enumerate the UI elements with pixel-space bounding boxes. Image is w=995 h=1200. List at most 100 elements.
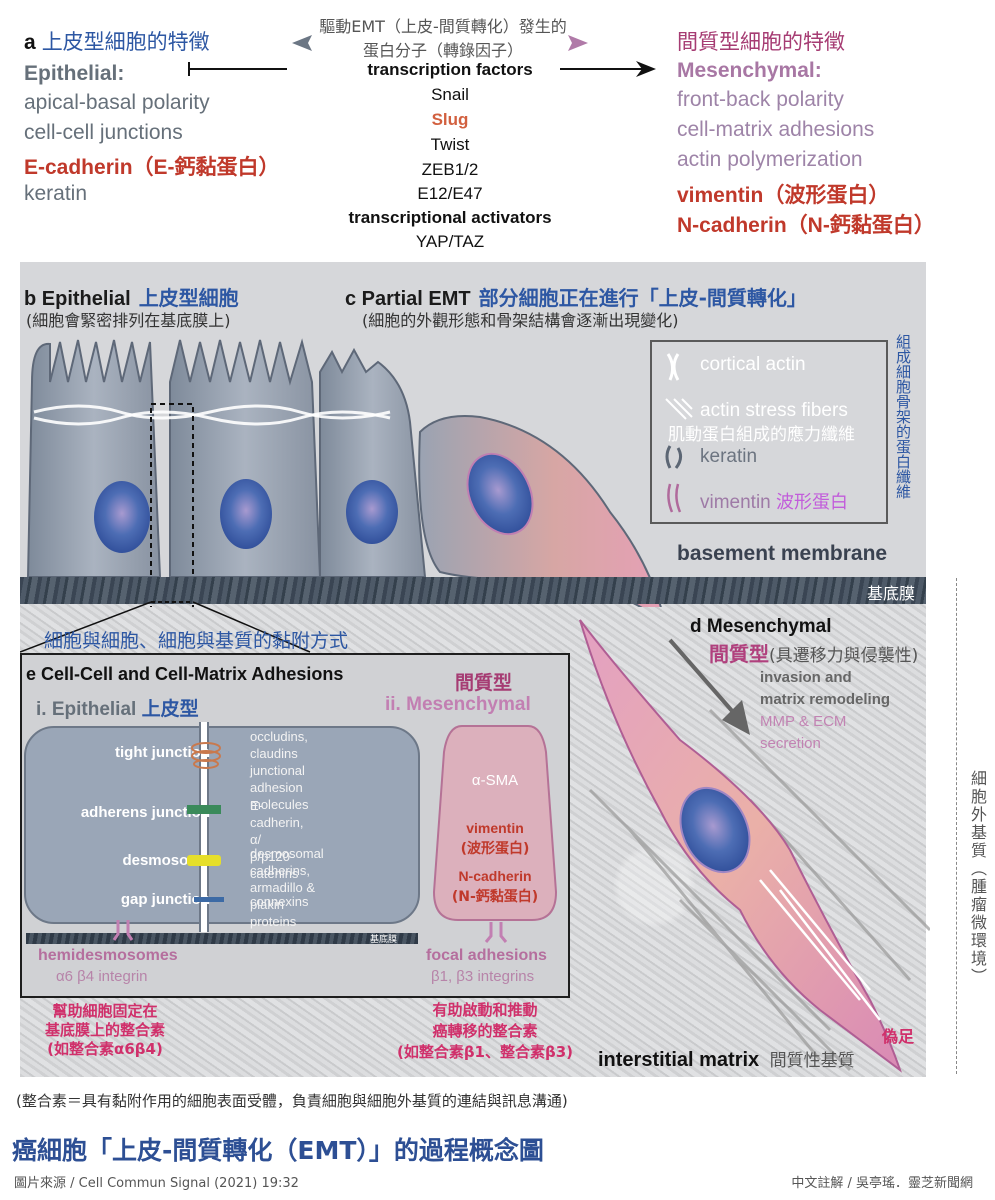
hemi-note: 幫助細胞固定在 基底膜上的整合素 (如整合素α6β4) [30,1002,180,1059]
note-line: (如整合素α6β4) [47,1040,163,1058]
cortical-actin-icon [666,353,680,381]
tf-item: E12/E47 [417,184,483,203]
interstitial-label-zh: 間質性基質 [769,1051,855,1071]
mes-marker-ncadherin: N-cadherin [458,868,532,884]
epithelial-trait: cell-cell junctions [24,121,183,144]
panel-a-letter: a [24,31,36,54]
zoom-connector-lines [20,601,311,653]
integrin-footnote: (整合素＝具有黏附作用的細胞表面受體，負責細胞與細胞外基質的連結與訊息溝通) [16,1092,568,1110]
annotation-credit: 中文註解 / 吳亭瑤．靈芝新聞網 [791,1176,973,1191]
junction-adherens-desc: E-cadherin, α/β/p120-catenins [250,797,303,882]
epithelial-cell-2 [169,338,322,578]
note-line: 癌轉移的整合素 [432,1022,538,1040]
mesenchymal-trait-vimentin: vimentin（波形蛋白） [677,184,890,207]
mesenchymal-cell-diagram [432,725,558,921]
panel-a-mes-title-zh: 間質型細胞的特徵 [677,30,845,54]
epithelial-cell-1 [26,339,162,578]
epithelial-trait-ecadherin: E-cadherin（E-鈣黏蛋白） [24,156,280,179]
note-line: (如整合素β1、整合素β3) [396,1043,574,1061]
desc-line: α/β/p120-catenins [250,832,299,881]
panel-c-subtitle: (細胞的外觀形態和骨架結構會逐漸出現變化) [362,311,679,330]
desc-line: desmosomal cadherins, [250,846,324,878]
desc-line: junctional adhesion [250,763,305,795]
junction-desmosome-label: desmosome [122,852,210,869]
mes-marker-vimentin: vimentin [466,820,524,836]
focal-note: 有助啟動和推動 癌轉移的整合素 (如整合素β1、整合素β3) [370,1000,600,1063]
activator-heading: transcriptional activators [348,208,552,227]
hemi-integrin-label: α6 β4 integrin [56,968,148,985]
invasion-arrow [668,638,750,735]
cell-membrane-divider [199,722,209,932]
mesenchymal-cell-illustration [579,619,930,1073]
junction-tight-desc: occludins, claudins junctional adhesion … [250,728,309,813]
mmp-label-2: secretion [760,735,821,752]
image-source: 圖片來源 / Cell Commun Signal (2021) 19:32 [14,1176,299,1191]
legend-label-en: vimentin [700,492,771,513]
inhibit-arrow [188,62,287,76]
arrow-caption-1: 驅動EMT（上皮-間質轉化）發生的 [319,17,567,36]
ecm-side-label: 細胞外基質（腫瘤微環境） [968,770,987,986]
desc-line: molecules [250,797,309,812]
panel-b-subtitle: (細胞會緊密排列在基底膜上) [26,311,231,330]
panel-e-mes-label: ii. Mesenchymal [385,694,531,715]
desmosome-icon [187,855,221,866]
panel-b-title: b Epithelial 上皮型細胞 [24,282,239,311]
tf-item-slug: Slug [431,110,469,129]
panel-d-title-zh: 間質型 [709,642,769,666]
epithelial-cell-3 [319,347,427,578]
tf-item: ZEB1/2 [421,160,479,179]
vimentin-icon [667,483,682,513]
note-line: 有助啟動和推動 [432,1001,538,1019]
legend-side-label: 組成細胞骨架的蛋白纖維 [894,334,912,499]
junction-desmosome-desc: desmosomal cadherins, armadillo & plakin… [250,845,324,930]
cytoskeleton-legend: cortical actin actin stress fibers 肌動蛋白組… [650,340,888,524]
hemidesmosome-icon [112,920,134,941]
interstitial-matrix-label-row: interstitial matrix 間質性基質 [598,1046,855,1072]
panel-b-title-en: b Epithelial [24,288,131,310]
interstitial-label: interstitial matrix [598,1049,760,1071]
panel-a-title-zh: 上皮型細胞的特徵 [41,30,210,54]
junction-gap-desc: connexins [250,893,309,910]
legend-label: actin stress fibers [700,400,848,421]
zoom-selection-box [150,403,194,607]
mes-marker-vimentin-zh: (波形蛋白) [460,841,530,857]
basement-membrane-band [20,577,926,604]
panel-e-title: e Cell-Cell and Cell-Matrix Adhesions [26,664,344,684]
panel-d-subtitle: (具遷移力與侵襲性) [769,646,919,666]
ecm-bracket [956,578,957,1074]
epithelial-label: Epithelial: [24,62,125,85]
panel-b-title-zh: 上皮型細胞 [138,286,239,310]
mesenchymal-trait: front-back polarity [677,88,844,111]
junction-tight-label: tight junction [115,744,210,761]
caption-title: 癌細胞「上皮-間質轉化（EMT）」的過程概念圖 [12,1136,544,1165]
panel-e-mes-label-zh: 間質型 [455,672,513,694]
hemidesmosomes-label: hemidesmosomes [38,947,178,964]
adhesion-heading-zh: 細胞與細胞、細胞與基質的黏附方式 [44,630,349,652]
keratin-icon [665,445,683,469]
tf-item: Snail [431,85,469,104]
focal-adhesion-icon [484,922,508,943]
actin-stress-fibers-icon [665,398,693,420]
adherens-junction-icon [187,805,221,814]
invasion-label-1: invasion and [760,669,852,686]
note-line: 基底膜上的整合素 [44,1021,165,1039]
mesenchymal-trait-ncadherin: N-cadherin（N-鈣黏蛋白） [677,214,935,237]
mesenchymal-trait: cell-matrix adhesions [677,118,875,141]
panel-e-epi-label-zh: 上皮型 [141,698,199,720]
tight-junction-icon [191,742,221,769]
panel-c-title-en: c Partial EMT [345,288,471,310]
focal-integrin-label: β1, β3 integrins [431,968,535,985]
mes-marker-asma: α-SMA [471,772,519,789]
desc-line: occludins, claudins [250,729,308,761]
basement-membrane-zh: 基底膜 [866,584,915,603]
desc-line: E-cadherin, [250,798,304,830]
desc-line: armadillo & plakin proteins [250,880,316,929]
epithelial-trait: apical-basal polarity [24,91,210,114]
legend-label: keratin [700,446,758,467]
tf-item: Twist [430,135,470,154]
cells-illustration [26,338,662,607]
note-line: 幫助細胞固定在 [52,1002,158,1020]
epithelial-trait: keratin [24,182,88,205]
invasion-label-2: matrix remodeling [760,691,891,708]
